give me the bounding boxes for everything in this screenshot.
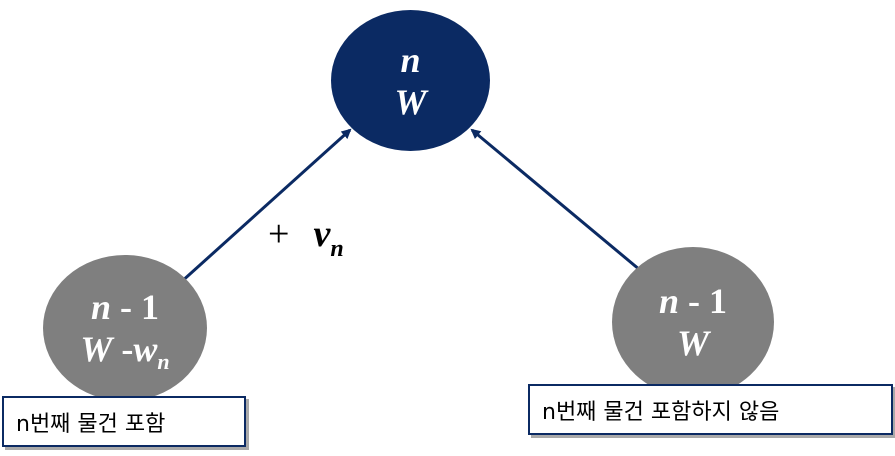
- node-include-item-line2: W -wn: [80, 329, 170, 374]
- node-n-w-line2: W: [394, 81, 427, 122]
- node-exclude-item-line1: n - 1: [658, 281, 728, 321]
- caption-exclude-item: n번째 물건 포함하지 않음: [528, 384, 893, 435]
- node-include-item: n - 1 W -wn: [43, 255, 207, 401]
- arrow-right-to-top: [470, 128, 641, 272]
- edge-label-plus-vn: +vn: [268, 213, 344, 262]
- caption-include-item: n번째 물건 포함: [2, 396, 246, 447]
- node-n-w: n W: [331, 10, 490, 151]
- node-n-w-line1: n: [400, 39, 421, 80]
- node-include-item-line1: n - 1: [90, 287, 160, 327]
- node-exclude-item-line2: W: [676, 323, 709, 363]
- arrow-left-to-top: [178, 128, 352, 285]
- node-exclude-item: n - 1 W: [612, 247, 774, 397]
